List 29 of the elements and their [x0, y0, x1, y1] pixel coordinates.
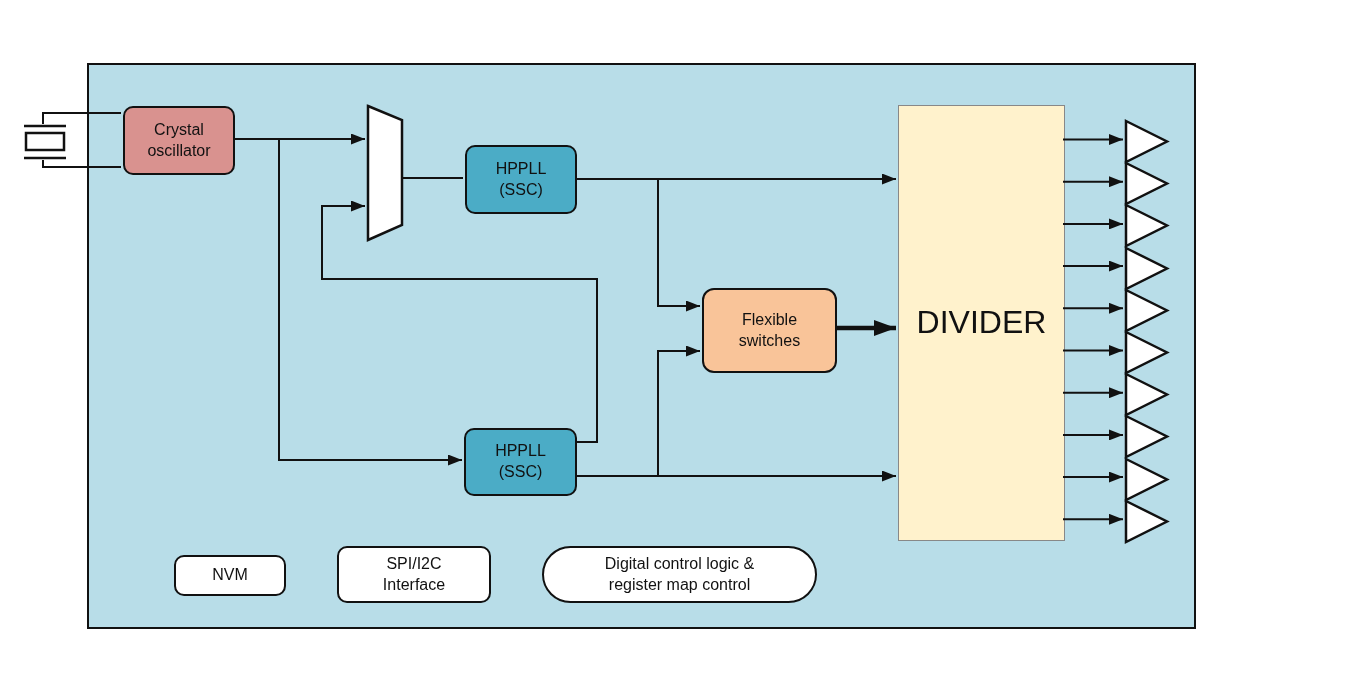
connector-arrow: [1062, 471, 1124, 483]
block-label: HPPLL (SSC): [494, 441, 547, 482]
block-box: [337, 546, 491, 603]
connector-arrow: [321, 200, 598, 443]
block-box: [542, 546, 817, 603]
connector-arrow: [1062, 345, 1124, 356]
block-label: DIVIDER: [915, 303, 1048, 343]
connector-arrow: [1062, 218, 1124, 230]
block-label: Flexible switches: [737, 309, 802, 351]
connector-arrow: [1062, 302, 1124, 314]
block-label: Digital control logic & register map control: [603, 553, 756, 595]
connector-arrow: [1062, 387, 1124, 399]
connector-arrow: [1062, 513, 1124, 525]
connector-arrow: [1062, 260, 1124, 272]
oscillator-box: [123, 106, 235, 175]
block-label: SPI/I2C Interface: [381, 553, 447, 595]
switch-box: [702, 288, 837, 373]
connector-arrow: [835, 320, 896, 336]
divider-block: [898, 105, 1065, 541]
block-label: HPPLL (SSC): [494, 158, 548, 200]
block-label: NVM: [211, 565, 249, 586]
block-label: Crystal oscillator: [146, 119, 212, 161]
pll-box: [465, 145, 577, 214]
connector-arrow: [1062, 134, 1124, 145]
chip-outline: [87, 63, 1196, 629]
block-box: [174, 555, 286, 596]
pll-box: [464, 428, 577, 496]
connector-arrow: [1062, 429, 1124, 441]
connector-arrow: [1062, 176, 1124, 188]
